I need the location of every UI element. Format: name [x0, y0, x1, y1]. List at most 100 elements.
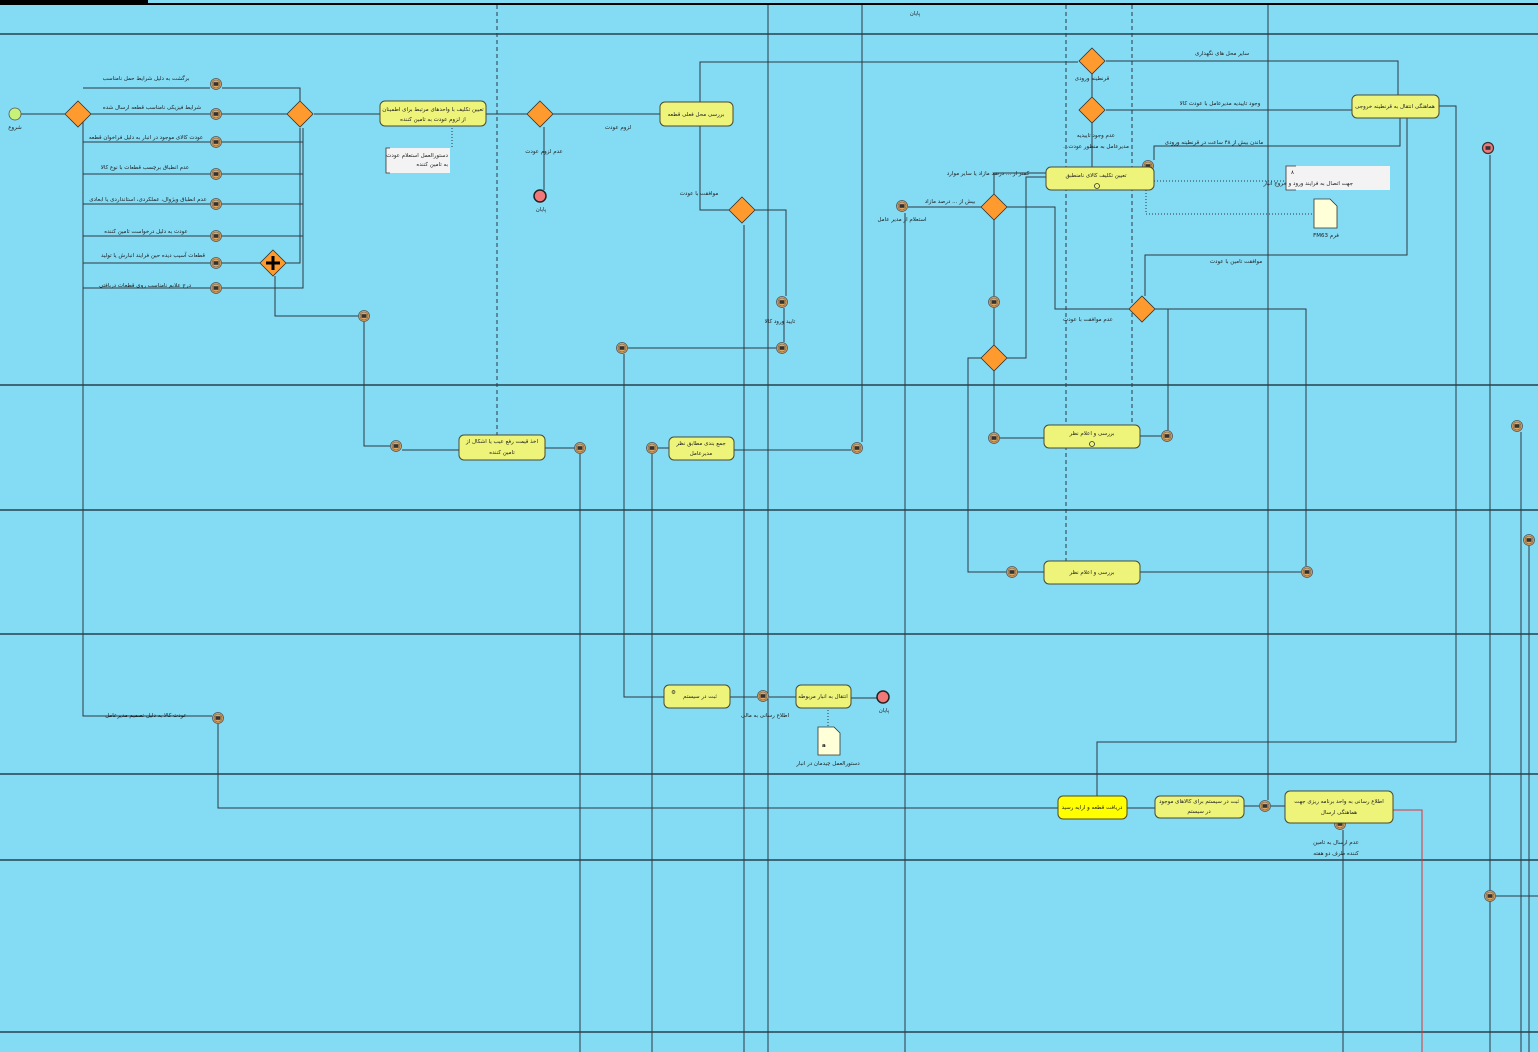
annotation-2: ۸ جهت اتصال به فرایند ورود و خروج انبار: [1262, 165, 1390, 191]
task-label: اطلاع رسانی به واحد برنامه ریزی جهت: [1294, 799, 1384, 805]
annotation-1: دستورالعمل استعلام عودت به تامین کننده: [385, 147, 450, 174]
envelope-icon: [991, 436, 997, 440]
end-event[interactable]: [533, 189, 547, 203]
flow-label: مدیرعامل به منظور عودت...: [1063, 144, 1129, 150]
envelope-icon: [213, 112, 219, 116]
message-event[interactable]: [776, 342, 788, 354]
task-t2[interactable]: بررسی محل فعلی قطعه: [659, 101, 734, 127]
message-event[interactable]: [616, 342, 628, 354]
message-event[interactable]: [210, 230, 222, 242]
message-event[interactable]: [1484, 890, 1496, 902]
message-event[interactable]: [358, 310, 370, 322]
task-t5[interactable]: اخذ قیمت رفع عیب یا اشکال از تامین کننده: [458, 434, 546, 461]
flow-label: عدم ارسال به تامین: [1313, 840, 1359, 846]
task-t7[interactable]: بررسی و اعلام نظر: [1043, 424, 1141, 449]
message-event[interactable]: [1161, 430, 1173, 442]
flow-label: عودت کالا به دلیل تصمیم مدیرعامل: [105, 712, 187, 719]
envelope-icon: [619, 346, 625, 350]
message-event[interactable]: [210, 136, 222, 148]
message-event[interactable]: [1006, 566, 1018, 578]
task-t11[interactable]: دریافت قطعه و ارایه رسید: [1057, 795, 1128, 820]
task-t3[interactable]: هماهنگی انتقال به قرنطینه خروجی: [1351, 94, 1440, 119]
message-event[interactable]: [210, 257, 222, 269]
envelope-icon: [1526, 538, 1532, 542]
message-event[interactable]: [988, 296, 1000, 308]
message-event[interactable]: [1301, 566, 1313, 578]
envelope-icon: [1487, 894, 1493, 898]
task-t10[interactable]: انتقال به انبار مربوطه: [795, 684, 852, 709]
message-event[interactable]: [210, 282, 222, 294]
message-event[interactable]: [210, 198, 222, 210]
task-t6[interactable]: جمع بندی مطابق نظر مدیرعامل: [668, 436, 735, 461]
task-t1[interactable]: تعیین تکلیف با واحدهای مرتبط برای اطمینا…: [379, 100, 487, 127]
envelope-icon: [779, 300, 785, 304]
message-event[interactable]: [896, 200, 908, 212]
exclusive-gateway[interactable]: [1128, 295, 1156, 323]
message-event[interactable]: [212, 712, 224, 724]
flow-labels: شروع پایان برگشت به دلیل شرایط حمل نامنا…: [8, 11, 1359, 857]
task-label: تعیین تکلیف کالای نامنطبق: [1066, 172, 1127, 179]
message-event[interactable]: [1511, 420, 1523, 432]
envelope-icon: [361, 314, 367, 318]
start-event[interactable]: [8, 107, 22, 121]
flow-label: کننده ظرف دو هفته: [1313, 850, 1359, 857]
message-event[interactable]: [1523, 534, 1535, 546]
exclusive-gateway[interactable]: [728, 196, 756, 224]
message-event[interactable]: [646, 442, 658, 454]
envelope-icon: [213, 140, 219, 144]
envelope-icon: [760, 694, 766, 698]
task-label: ثبت در سیستم برای کالاهای موجود: [1159, 798, 1240, 805]
task-label: هماهنگی ارسال: [1321, 809, 1357, 816]
message-event[interactable]: [390, 440, 402, 452]
parallel-gateway[interactable]: [259, 249, 287, 277]
flow-label: استعلام از مدیر عامل: [877, 217, 927, 223]
message-event[interactable]: [1259, 800, 1271, 812]
flow-label: موافقت با عودت: [680, 191, 719, 197]
exclusive-gateway[interactable]: [1078, 96, 1106, 124]
data-object-layout-guide[interactable]: a دستورالعمل چیدمان در انبار: [795, 726, 860, 767]
task-label: ثبت در سیستم: [683, 694, 717, 700]
envelope-icon: [1304, 570, 1310, 574]
message-event[interactable]: [776, 296, 788, 308]
message-event[interactable]: [757, 690, 769, 702]
end-event[interactable]: [876, 690, 890, 704]
message-event[interactable]: [210, 108, 222, 120]
message-event[interactable]: [574, 442, 586, 454]
exclusive-gateway[interactable]: [1078, 47, 1106, 75]
envelope-icon: [213, 172, 219, 176]
task-t9[interactable]: ثبت در سیستم ⚙: [663, 684, 731, 709]
flow-label: قرنطینه ورودی: [1075, 76, 1110, 82]
envelope-icon: [1164, 434, 1170, 438]
envelope-icon: [213, 261, 219, 265]
exclusive-gateway[interactable]: [980, 344, 1008, 372]
message-event[interactable]: [988, 432, 1000, 444]
gateway-diamond: [286, 100, 314, 128]
plus-icon: [266, 256, 280, 270]
annotation-text: دستورالعمل استعلام عودت: [386, 153, 448, 159]
exclusive-gateway[interactable]: [64, 100, 92, 128]
message-event[interactable]: [851, 442, 863, 454]
task-t8[interactable]: بررسی و اعلام نظر: [1043, 560, 1141, 585]
gear-icon: ⚙: [671, 690, 676, 696]
message-event[interactable]: [210, 168, 222, 180]
flow-label: ماندن بیش از ۴۸ ساعت در قرنطینه ورودی: [1165, 140, 1263, 146]
exclusive-gateway[interactable]: [980, 193, 1008, 221]
envelope-icon: [854, 446, 860, 450]
task-label: تعیین تکلیف با واحدهای مرتبط برای اطمینا…: [382, 106, 484, 113]
exclusive-gateway[interactable]: [526, 100, 554, 128]
task-t4[interactable]: تعیین تکلیف کالای نامنطبق: [1045, 166, 1155, 191]
envelope-icon: [1009, 570, 1015, 574]
annotation-text: ۸: [1291, 170, 1294, 176]
message-end-event[interactable]: [1481, 141, 1495, 155]
envelope-icon: [1514, 424, 1520, 428]
task-t12[interactable]: ثبت در سیستم برای کالاهای موجود در سیستم: [1154, 795, 1245, 819]
data-object-fm63[interactable]: فرم FM63: [1313, 198, 1339, 239]
message-event[interactable]: [210, 78, 222, 90]
merge-gateway[interactable]: [286, 100, 314, 128]
task-label: اخذ قیمت رفع عیب یا اشکال از: [465, 438, 538, 445]
gateway-diamond: [526, 100, 554, 128]
task-t13[interactable]: اطلاع رسانی به واحد برنامه ریزی جهت هماه…: [1284, 790, 1394, 824]
envelope-icon: [1262, 804, 1268, 808]
